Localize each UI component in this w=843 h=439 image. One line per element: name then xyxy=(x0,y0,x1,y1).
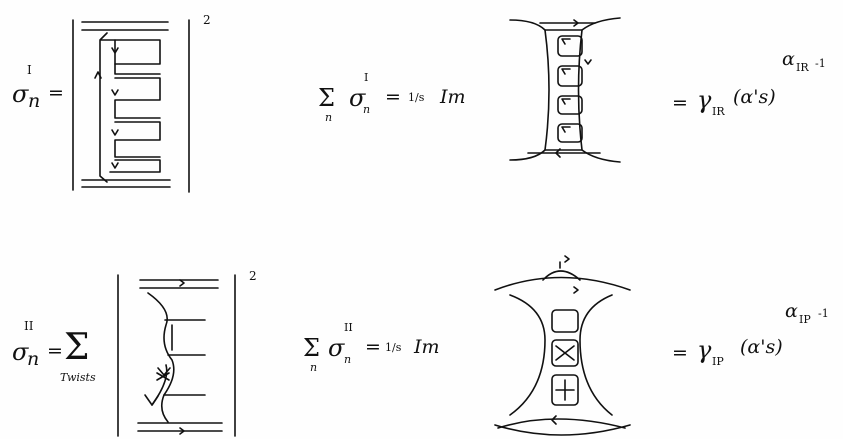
row1-exponent: 2 xyxy=(203,13,211,27)
row1-sum-im: Im xyxy=(440,86,466,108)
row2-sum-superscript: II xyxy=(344,321,353,334)
row2-sum-sigma: σ xyxy=(328,334,345,362)
row1-rhs-argument: (α's) xyxy=(733,86,776,108)
row2-sum-index: n xyxy=(310,361,318,374)
row2-sum-sign: Σ xyxy=(303,334,320,362)
ladder-diagram-1 xyxy=(81,21,171,188)
row2-lhs-sum-index: Twists xyxy=(60,371,96,384)
row2-sum-subscript: n xyxy=(344,353,352,366)
row1-rhs-exponent-suffix: -1 xyxy=(815,57,826,70)
row1-rhs-equals: = xyxy=(672,92,688,114)
row1-sum-index: n xyxy=(325,111,333,124)
row1-lhs-sigma: σ xyxy=(12,80,29,108)
row2-rhs-equals: = xyxy=(672,342,688,364)
row1-rhs-gamma: γ xyxy=(697,86,712,114)
row1-rhs-exponent-subscript: IR xyxy=(796,61,809,74)
row2-rhs-gamma-subscript: IP xyxy=(712,355,724,368)
cylinder-diagram-2 xyxy=(494,255,631,436)
row2-lhs-sigma: σ xyxy=(12,338,29,366)
row2-lhs-subscript: n xyxy=(27,348,40,370)
row2-exponent: 2 xyxy=(249,269,257,283)
twisted-ladder-diagram xyxy=(137,279,223,435)
row2-sum-im: Im xyxy=(414,336,440,358)
row1-sum-sign: Σ xyxy=(318,84,335,112)
row2-rhs-gamma: γ xyxy=(697,336,712,364)
row1-sum-fraction: 1/s xyxy=(408,91,425,104)
cylinder-diagram-1 xyxy=(509,17,621,163)
row2-rhs-exponent-suffix: -1 xyxy=(818,307,829,320)
row1-rhs-gamma-subscript: IR xyxy=(712,105,725,118)
row1-lhs-superscript: I xyxy=(27,63,32,77)
row1-sum-subscript: n xyxy=(363,103,371,116)
row2-lhs-superscript: II xyxy=(24,319,34,333)
row2-sum-fraction: 1/s xyxy=(385,341,402,354)
row2-lhs-sum-sign: Σ xyxy=(64,327,90,368)
row1-rhs-exponent: α xyxy=(782,48,795,70)
row2-sum-equals: = xyxy=(365,336,381,358)
row1-lhs-subscript: n xyxy=(28,90,41,112)
row2-rhs-exponent: α xyxy=(785,300,798,322)
row2-rhs-exponent-subscript: IP xyxy=(799,313,811,326)
row2-lhs-equals: = xyxy=(47,340,63,362)
row1-lhs-equals: = xyxy=(48,82,64,104)
row1-sum-superscript: I xyxy=(364,71,369,84)
row1-sum-equals: = xyxy=(385,86,401,108)
row2-rhs-argument: (α's) xyxy=(740,336,783,358)
row1-sum-sigma: σ xyxy=(349,84,366,112)
